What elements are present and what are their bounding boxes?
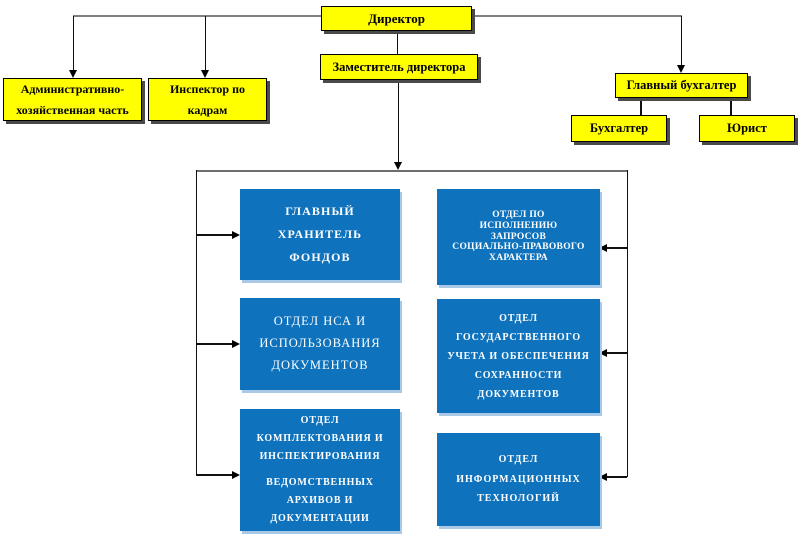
connector-to-chief-accountant <box>680 16 682 65</box>
node-social-legal-requests-dept: ОТДЕЛ ПО ИСПОЛНЕНИЮ ЗАПРОСОВ СОЦИАЛЬНО-П… <box>437 189 600 285</box>
connector-departments-top-line <box>196 170 628 172</box>
node-director: Директор <box>321 6 472 31</box>
arrow-left-icon <box>599 348 607 357</box>
connector-to-hr-inspector <box>204 16 206 71</box>
arrow-down-icon <box>68 70 77 78</box>
connector-to-lawyer <box>730 98 732 115</box>
arrow-right-icon <box>232 230 240 239</box>
arrow-left-icon <box>599 472 607 481</box>
arrow-left-icon <box>599 243 607 252</box>
connector-right-vertical-line <box>626 170 628 477</box>
connector-to-nsa-dept <box>196 343 232 345</box>
connector-deputy-to-departments <box>397 80 399 162</box>
node-nsa-and-documents-use-dept: ОТДЕЛ НСА И ИСПОЛЬЗОВАНИЯ ДОКУМЕНТОВ <box>240 298 400 390</box>
acquisition-dept-text-upper: ОТДЕЛ КОМПЛЕКТОВАНИЯ И ИНСПЕКТИРОВАНИЯ <box>256 415 384 462</box>
arrow-right-icon <box>232 339 240 348</box>
node-state-accounting-preservation-dept: ОТДЕЛ ГОСУДАРСТВЕННОГО УЧЕТА И ОБЕСПЕЧЕН… <box>437 299 600 413</box>
connector-to-requests-dept <box>607 247 627 249</box>
arrow-down-icon <box>393 162 402 170</box>
node-admin-household-part: Административно- хозяйственная часть <box>3 78 142 121</box>
connector-to-acquisition-dept <box>196 474 232 476</box>
arrow-right-icon <box>232 470 240 479</box>
arrow-down-icon <box>676 65 685 73</box>
arrow-down-icon <box>200 70 209 78</box>
connector-to-chief-custodian <box>196 234 232 236</box>
node-deputy-director: Заместитель директора <box>320 54 478 80</box>
connector-to-accountant <box>640 98 642 115</box>
acquisition-dept-text-lower: ВЕДОМСТВЕННЫХ АРХИВОВ И ДОКУМЕНТАЦИИ <box>266 477 374 524</box>
connector-to-admin-part <box>72 16 74 71</box>
connector-left-vertical-line <box>195 170 197 475</box>
node-hr-inspector: Инспектор по кадрам <box>148 78 267 121</box>
node-information-technology-dept: ОТДЕЛ ИНФОРМАЦИОННЫХ ТЕХНОЛОГИЙ <box>437 433 600 526</box>
connector-director-to-deputy <box>396 31 398 54</box>
node-lawyer: Юрист <box>699 115 795 142</box>
node-chief-accountant: Главный бухгалтер <box>615 73 748 98</box>
node-accountant: Бухгалтер <box>571 115 667 142</box>
node-chief-custodian-of-fonds: ГЛАВНЫЙ ХРАНИТЕЛЬ ФОНДОВ <box>240 189 400 280</box>
connector-to-it-dept <box>607 476 627 478</box>
connector-to-state-accounting-dept <box>607 352 627 354</box>
node-acquisition-inspection-dept: ОТДЕЛ КОМПЛЕКТОВАНИЯ И ИНСПЕКТИРОВАНИЯ В… <box>240 409 400 531</box>
